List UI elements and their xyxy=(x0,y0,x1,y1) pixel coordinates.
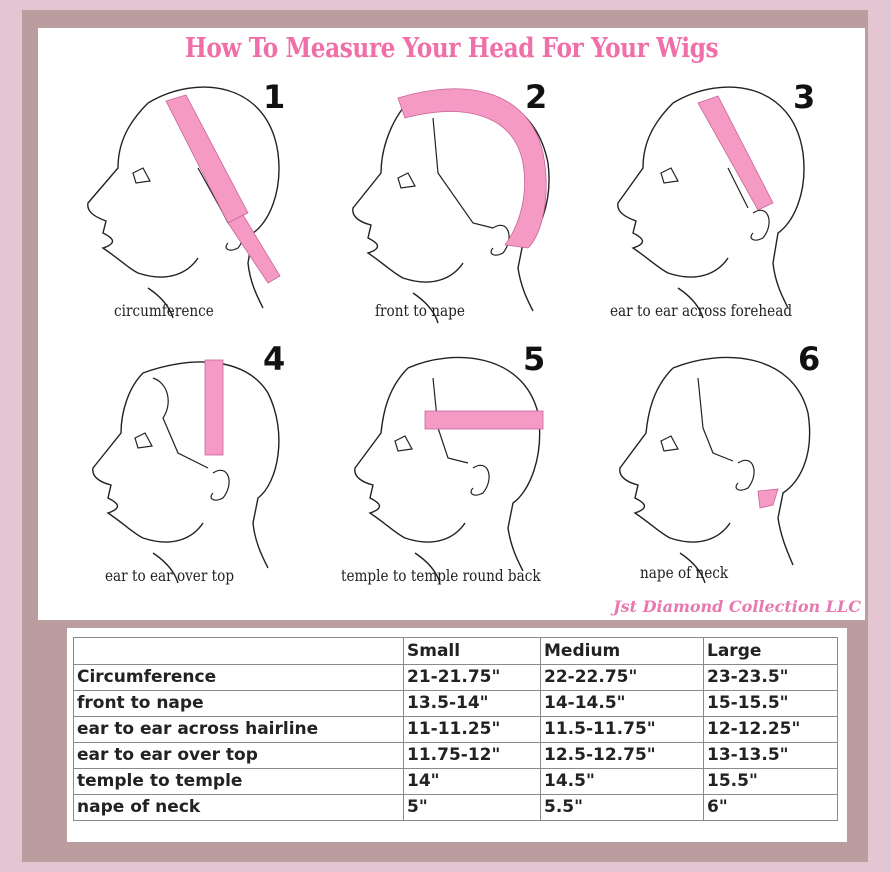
cell-small: 13.5-14" xyxy=(403,690,541,717)
cell-medium: 22-22.75" xyxy=(540,664,704,691)
cell-large: 13-13.5" xyxy=(703,742,838,769)
step-number: 5 xyxy=(523,340,546,378)
step-3: 3 ear to ear across forehead xyxy=(603,73,833,333)
head-temple-to-temple-illustration xyxy=(354,356,544,584)
table-row: ear to ear across hairline 11-11.25" 11.… xyxy=(73,716,838,743)
step-2: 2 front to nape xyxy=(343,73,573,333)
table-header-row: Small Medium Large xyxy=(73,637,838,665)
header-cell-small: Small xyxy=(403,637,541,665)
row-label: ear to ear across hairline xyxy=(73,716,404,743)
step-caption: temple to temple round back xyxy=(341,566,541,585)
row-label: nape of neck xyxy=(73,794,404,821)
step-4: 4 ear to ear over top xyxy=(83,333,313,593)
head-circumference-illustration xyxy=(87,86,281,319)
step-number: 2 xyxy=(525,78,548,116)
size-chart-panel: Small Medium Large Circumference 21-21.7… xyxy=(67,628,847,842)
step-1: 1 circumference xyxy=(78,73,298,333)
cell-medium: 14-14.5" xyxy=(540,690,704,717)
row-label: Circumference xyxy=(73,664,404,691)
cell-small: 14" xyxy=(403,768,541,795)
table-row: ear to ear over top 11.75-12" 12.5-12.75… xyxy=(73,742,838,769)
cell-medium: 12.5-12.75" xyxy=(540,742,704,769)
step-caption: ear to ear across forehead xyxy=(610,301,793,320)
step-caption: nape of neck xyxy=(640,563,729,582)
step-number: 4 xyxy=(263,340,286,378)
cell-large: 6" xyxy=(703,794,838,821)
step-caption: circumference xyxy=(114,301,214,320)
table-row: Circumference 21-21.75" 22-22.75" 23-23.… xyxy=(73,664,838,691)
step-number: 3 xyxy=(793,78,816,116)
cell-small: 21-21.75" xyxy=(403,664,541,691)
step-5: 5 temple to temple round back xyxy=(333,333,573,593)
step-number: 6 xyxy=(798,340,821,378)
row-label: temple to temple xyxy=(73,768,404,795)
illustration-panel: How To Measure Your Head For Your Wigs 1… xyxy=(38,28,865,620)
header-cell-medium: Medium xyxy=(540,637,704,665)
header-cell-large: Large xyxy=(703,637,838,665)
cell-large: 15.5" xyxy=(703,768,838,795)
step-caption: ear to ear over top xyxy=(105,566,235,585)
page-title: How To Measure Your Head For Your Wigs xyxy=(184,33,719,64)
step-6: 6 nape of neck xyxy=(603,333,843,593)
cell-small: 5" xyxy=(403,794,541,821)
head-ear-to-ear-over-top-illustration xyxy=(92,359,280,584)
row-label: front to nape xyxy=(73,690,404,717)
cell-small: 11.75-12" xyxy=(403,742,541,769)
header-cell xyxy=(73,637,404,665)
brand-watermark: Jst Diamond Collection LLC xyxy=(613,597,861,616)
cell-small: 11-11.25" xyxy=(403,716,541,743)
cell-medium: 5.5" xyxy=(540,794,704,821)
table-row: temple to temple 14" 14.5" 15.5" xyxy=(73,768,838,795)
table-row: nape of neck 5" 5.5" 6" xyxy=(73,794,838,821)
table-row: front to nape 13.5-14" 14-14.5" 15-15.5" xyxy=(73,690,838,717)
step-caption: front to nape xyxy=(375,301,465,320)
cell-medium: 14.5" xyxy=(540,768,704,795)
cell-large: 12-12.25" xyxy=(703,716,838,743)
cell-large: 23-23.5" xyxy=(703,664,838,691)
step-number: 1 xyxy=(263,78,286,116)
cell-large: 15-15.5" xyxy=(703,690,838,717)
head-nape-of-neck-illustration xyxy=(619,356,811,584)
cell-medium: 11.5-11.75" xyxy=(540,716,704,743)
head-front-to-nape-illustration xyxy=(352,88,550,324)
head-ear-to-ear-forehead-illustration xyxy=(617,86,805,319)
size-chart-table: Small Medium Large Circumference 21-21.7… xyxy=(73,637,838,821)
row-label: ear to ear over top xyxy=(73,742,404,769)
